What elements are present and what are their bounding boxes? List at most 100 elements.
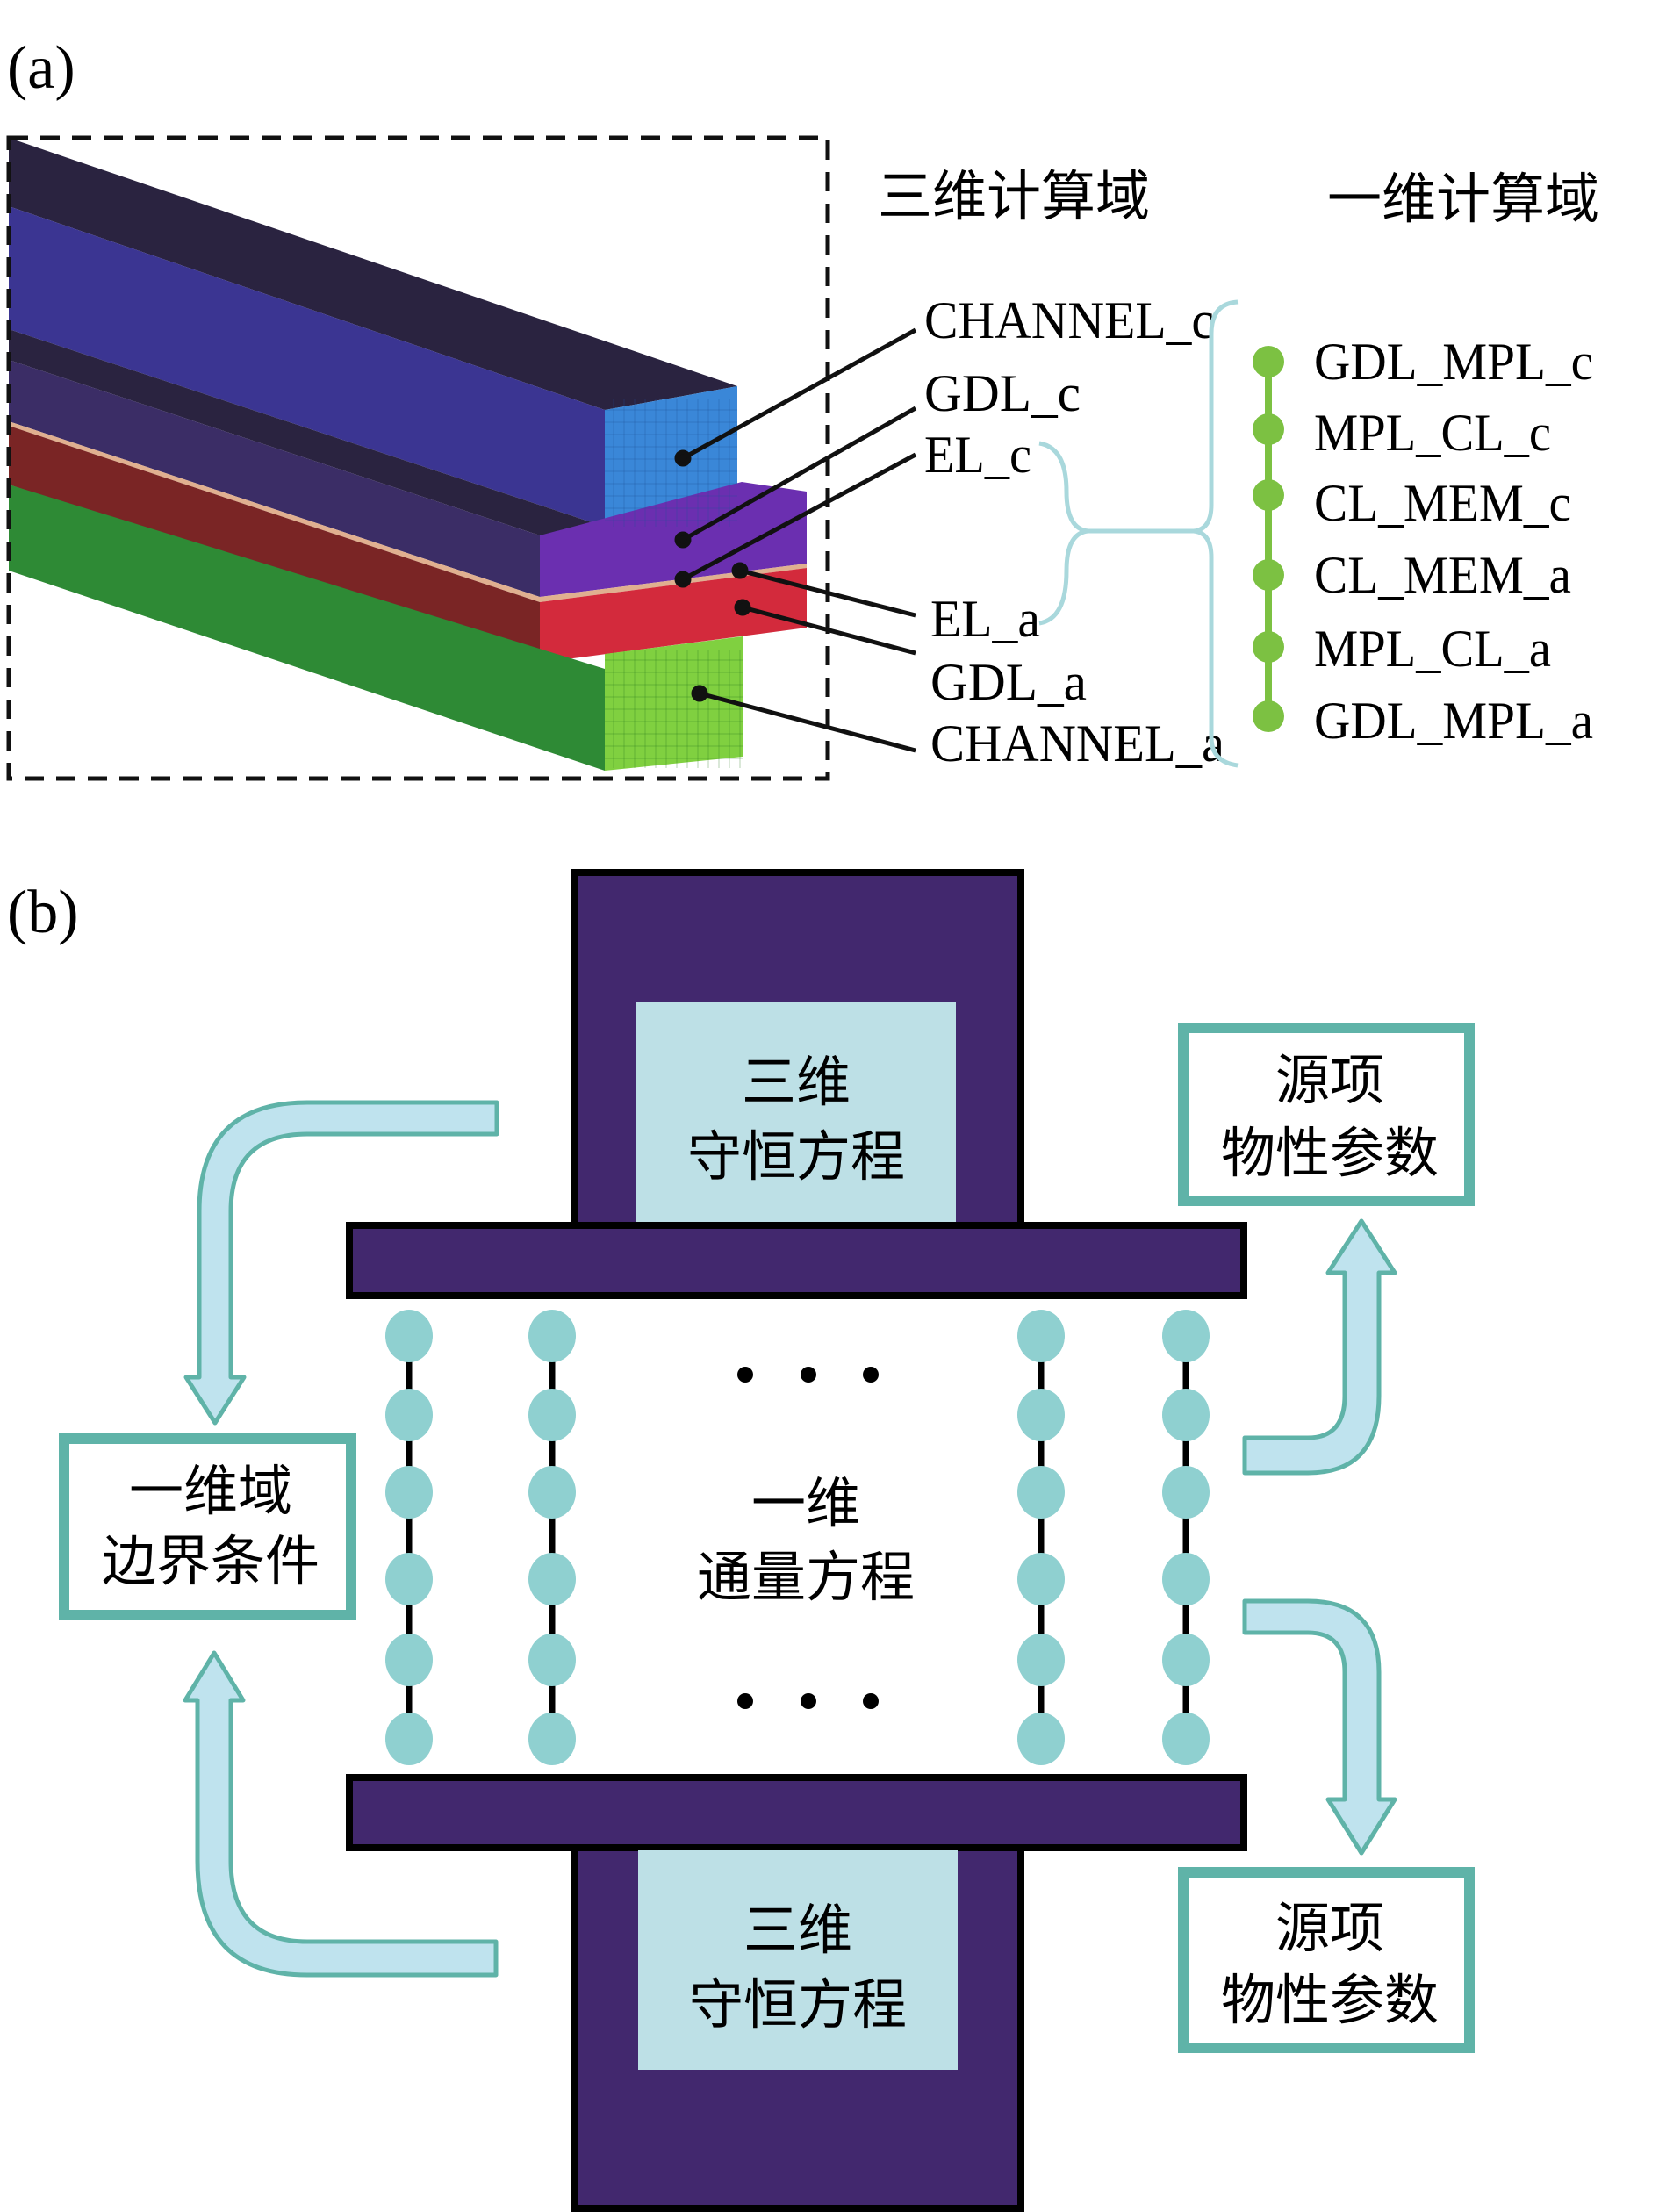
heading-3d-domain: 三维计算域 bbox=[878, 168, 1150, 227]
flow-arrows bbox=[183, 1100, 1397, 1978]
node-1d bbox=[1162, 1310, 1210, 1362]
top-3d-equation-box bbox=[636, 1002, 956, 1222]
node-1d bbox=[1162, 1634, 1210, 1686]
leader-dot-channel-c bbox=[674, 449, 692, 467]
node-1d bbox=[528, 1634, 576, 1686]
ellipsis-dot bbox=[801, 1693, 816, 1709]
gdl-a-side-face bbox=[9, 426, 540, 663]
arrow-bottom-to-left-box bbox=[183, 1650, 499, 1978]
node-cl-mem-c bbox=[1253, 479, 1284, 511]
node-1d bbox=[528, 1553, 576, 1605]
node-1d bbox=[385, 1634, 433, 1686]
node-1d bbox=[1162, 1466, 1210, 1519]
node-label-mpl-cl-c: MPL_CL_c bbox=[1314, 404, 1551, 462]
ellipsis-bottom bbox=[737, 1693, 879, 1709]
bottom-plate bbox=[346, 1774, 1247, 1851]
top-3d-block: 三维 守恒方程 bbox=[346, 869, 1247, 1299]
label-gdl-c: GDL_c bbox=[924, 364, 1081, 422]
leader-channel-a bbox=[699, 691, 916, 753]
leader-channel-c bbox=[681, 327, 917, 461]
node-column bbox=[1017, 1310, 1065, 1765]
right-bottom-source-box: 源项 物性参数 bbox=[1178, 1867, 1475, 2053]
right-bottom-box-line2: 物性参数 bbox=[1221, 1971, 1439, 2031]
node-1d bbox=[1162, 1389, 1210, 1441]
ellipsis-dot bbox=[737, 1367, 753, 1382]
layer-labels: CHANNEL_c GDL_c EL_c EL_a GDL_a CHANNEL_… bbox=[924, 291, 1224, 772]
arrow-top-to-left-box bbox=[183, 1100, 499, 1426]
top-3d-box-line2: 守恒方程 bbox=[687, 1128, 905, 1188]
node-column bbox=[385, 1310, 433, 1765]
bottom-3d-box-line1: 三维 bbox=[743, 1901, 852, 1961]
ellipsis-top bbox=[737, 1367, 879, 1382]
left-boundary-box: 一维域 边界条件 bbox=[59, 1433, 356, 1620]
node-1d bbox=[1017, 1553, 1065, 1605]
left-box-line1: 一维域 bbox=[129, 1462, 292, 1522]
bottom-3d-block: 三维 守恒方程 bbox=[346, 1774, 1247, 2212]
panel-b-label: (b) bbox=[7, 879, 79, 946]
node-1d bbox=[528, 1389, 576, 1441]
right-bottom-box-frame bbox=[1178, 1867, 1475, 2053]
node-mpl-cl-c bbox=[1253, 413, 1284, 445]
right-top-box-line2: 物性参数 bbox=[1221, 1124, 1439, 1184]
node-mpl-cl-a bbox=[1253, 631, 1284, 663]
channel-c-side-face bbox=[9, 206, 605, 527]
leader-el-c bbox=[681, 452, 917, 582]
node-1d bbox=[528, 1713, 576, 1765]
1d-node-columns bbox=[385, 1310, 1210, 1765]
leader-dot-gdl-a bbox=[734, 599, 751, 616]
channel-a-side-face bbox=[9, 485, 605, 771]
node-1d bbox=[1017, 1310, 1065, 1362]
top-3d-box-line1: 三维 bbox=[742, 1053, 851, 1113]
node-1d bbox=[1162, 1713, 1210, 1765]
node-1d bbox=[385, 1466, 433, 1519]
channel-c-front-face bbox=[605, 386, 737, 527]
label-el-a: EL_a bbox=[930, 590, 1040, 648]
node-1d bbox=[1017, 1389, 1065, 1441]
channel-c-top-face bbox=[9, 138, 737, 410]
node-1d bbox=[528, 1310, 576, 1362]
node-1d bbox=[385, 1310, 433, 1362]
center-1d-line1: 一维 bbox=[751, 1475, 860, 1534]
right-top-box-frame bbox=[1178, 1023, 1475, 1206]
node-1d bbox=[1162, 1553, 1210, 1605]
left-box-line2: 边界条件 bbox=[102, 1533, 320, 1592]
leader-dot-el-c bbox=[674, 571, 692, 588]
ellipsis-dot bbox=[863, 1367, 879, 1382]
leader-lines bbox=[674, 327, 917, 753]
node-1d bbox=[385, 1713, 433, 1765]
ellipsis-dot bbox=[863, 1693, 879, 1709]
node-gdl-mpl-a bbox=[1253, 700, 1284, 732]
node-label-gdl-mpl-a: GDL_MPL_a bbox=[1314, 692, 1593, 750]
node-label-mpl-cl-a: MPL_CL_a bbox=[1314, 620, 1551, 678]
left-box-frame bbox=[59, 1433, 356, 1620]
bottom-3d-equation-box bbox=[638, 1850, 958, 2070]
node-label-cl-mem-a: CL_MEM_a bbox=[1314, 546, 1571, 604]
ellipsis-dot bbox=[737, 1693, 753, 1709]
label-channel-c: CHANNEL_c bbox=[924, 291, 1214, 349]
node-1d bbox=[528, 1466, 576, 1519]
gdl-c-side-face bbox=[9, 360, 540, 597]
channel-a-front-face bbox=[605, 636, 743, 771]
node-column bbox=[528, 1310, 576, 1765]
node-1d bbox=[1017, 1713, 1065, 1765]
leader-gdl-a bbox=[742, 605, 916, 656]
panel-a-label: (a) bbox=[7, 34, 75, 102]
node-gdl-mpl-c bbox=[1253, 346, 1284, 377]
leader-dot-channel-a bbox=[691, 685, 708, 702]
node-1d bbox=[1017, 1466, 1065, 1519]
gdl-a-front-face bbox=[540, 568, 807, 663]
node-1d bbox=[385, 1553, 433, 1605]
right-bottom-box-line1: 源项 bbox=[1275, 1900, 1384, 1959]
node-1d bbox=[385, 1389, 433, 1441]
arrow-nodes-to-right-bottom-box bbox=[1242, 1598, 1397, 1856]
leader-el-a bbox=[739, 568, 916, 618]
3d-domain-model bbox=[6, 135, 830, 781]
ellipsis-dot bbox=[801, 1367, 816, 1382]
right-top-source-box: 源项 物性参数 bbox=[1178, 1023, 1475, 1206]
label-el-c: EL_c bbox=[924, 426, 1031, 484]
large-brace bbox=[1193, 299, 1239, 768]
node-label-cl-mem-c: CL_MEM_c bbox=[1314, 474, 1571, 532]
bottom-3d-box-line2: 守恒方程 bbox=[689, 1976, 907, 2036]
node-label-gdl-mpl-c: GDL_MPL_c bbox=[1314, 333, 1593, 391]
